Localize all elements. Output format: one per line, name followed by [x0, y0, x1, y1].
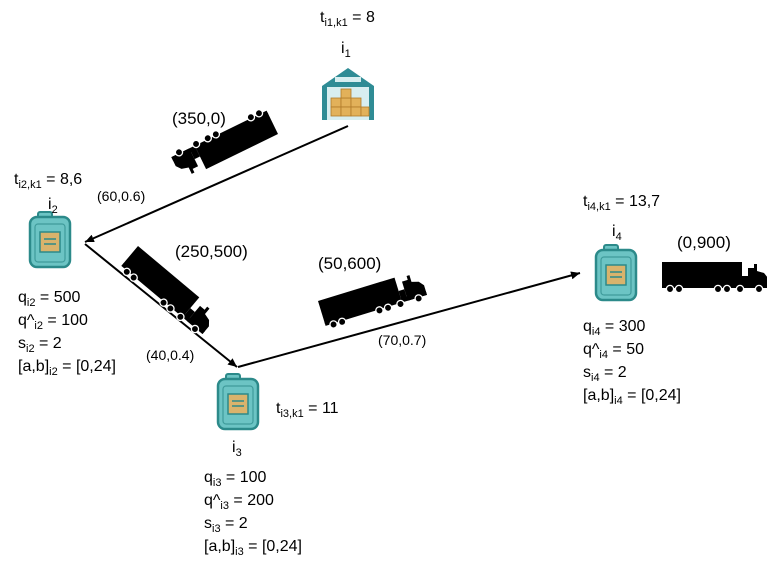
truck-icon-4 [661, 261, 767, 294]
edge-label-i2-i3: (40,0.4) [146, 347, 194, 363]
node-i2-time-name: t [14, 171, 19, 188]
edge-i3-i4 [237, 271, 581, 368]
node-i3-label-name: i [232, 439, 236, 456]
truck-load-3: (50,600) [318, 254, 381, 273]
truck-load-1: (350,0) [172, 109, 226, 128]
node-i4-label-name: i [612, 223, 616, 240]
tank-icon-i3 [216, 372, 260, 431]
node-i3-time-name: t [276, 400, 281, 417]
node-i3-attr: qi3 = 100 [204, 469, 267, 489]
node-i4-attr: [a,b]i4 = [0,24] [583, 387, 681, 407]
node-i1-time: ti1,k1 = 8 [320, 9, 375, 29]
node-i3-time: ti3,k1 = 11 [276, 400, 339, 420]
truck-load-4: (0,900) [677, 233, 731, 252]
node-i3-attr: si3 = 2 [204, 515, 248, 535]
node-i1-time-name: t [320, 9, 325, 26]
node-i4-attributes: qi4 = 300 q^i4 = 50 si4 = 2 [a,b]i4 = [0… [583, 318, 681, 407]
edge-label-i1-i2: (60,0.6) [97, 188, 145, 204]
node-i4-label: i4 [612, 223, 622, 243]
node-i3-label: i3 [232, 439, 242, 459]
node-i3-time-sub: i3,k1 [280, 408, 303, 420]
node-i4-time-sub: i4,k1 [587, 201, 610, 213]
node-i2-time-sub: i2,k1 [18, 179, 41, 191]
node-i4-label-sub: 4 [616, 231, 622, 243]
node-i1-time-sub: i1,k1 [324, 17, 347, 29]
node-i4-attr: qi4 = 300 [583, 318, 646, 338]
node-i3-time-value: = 11 [304, 400, 339, 417]
node-i4-attr: q^i4 = 50 [583, 341, 644, 361]
node-i2-attr: [a,b]i2 = [0,24] [18, 358, 116, 378]
node-i3-attr: [a,b]i3 = [0,24] [204, 538, 302, 558]
truck-load-2: (250,500) [175, 242, 248, 261]
edge-i1-i2 [84, 125, 349, 243]
node-i2-label-name: i [48, 196, 52, 213]
node-i2-time: ti2,k1 = 8,6 [14, 171, 82, 191]
node-i2-attributes: qi2 = 500 q^i2 = 100 si2 = 2 [a,b]i2 = [… [18, 289, 116, 378]
node-i3-label-sub: 3 [236, 447, 242, 459]
node-i4-time: ti4,k1 = 13,7 [583, 193, 660, 213]
node-i4-attr: si4 = 2 [583, 364, 627, 384]
node-i3-attributes: qi3 = 100 q^i3 = 200 si3 = 2 [a,b]i3 = [… [204, 469, 302, 558]
edge-label-i3-i4: (70,0.7) [378, 332, 426, 348]
tank-icon-i4 [594, 243, 638, 302]
node-i2-attr: qi2 = 500 [18, 289, 81, 309]
tank-icon-i2 [28, 210, 72, 269]
node-i2-label-sub: 2 [52, 204, 58, 216]
node-i1-label: i1 [341, 40, 351, 60]
node-i2-label: i2 [48, 196, 58, 216]
warehouse-icon [322, 68, 374, 120]
node-i2-attr: q^i2 = 100 [18, 312, 88, 332]
node-i2-attr: si2 = 2 [18, 335, 62, 355]
node-i1-time-value: = 8 [348, 9, 375, 26]
node-i1-label-name: i [341, 40, 345, 57]
node-i3-attr: q^i3 = 200 [204, 492, 274, 512]
node-i2-time-value: = 8,6 [42, 171, 83, 188]
node-i4-time-value: = 13,7 [611, 193, 660, 210]
node-i1-label-sub: 1 [345, 48, 351, 60]
truck-icon-3 [317, 269, 429, 331]
node-i4-time-name: t [583, 193, 588, 210]
